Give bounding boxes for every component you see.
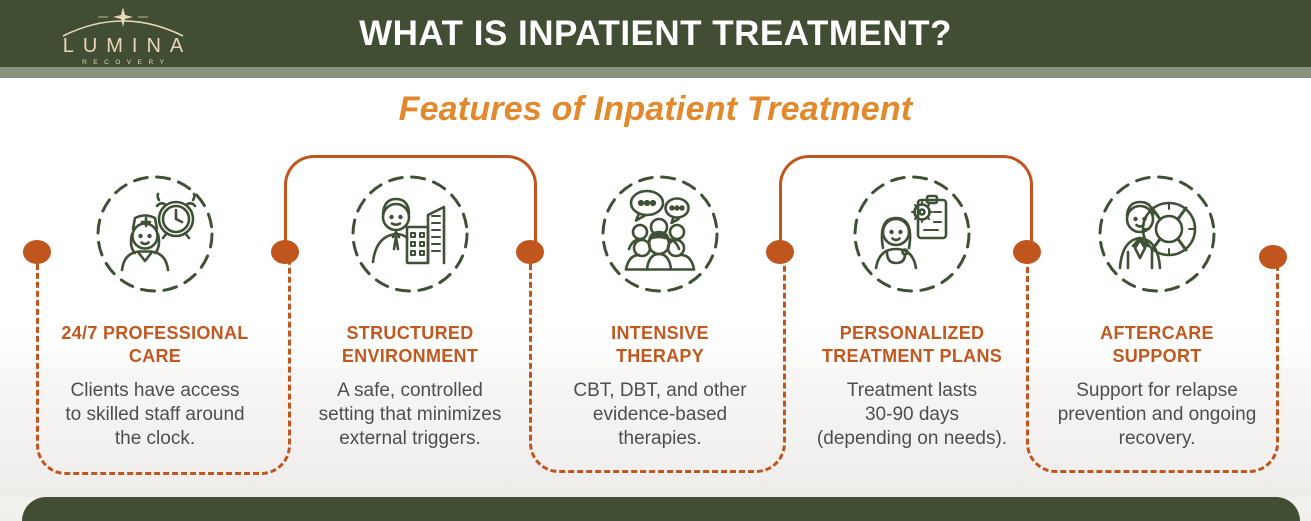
connector-loop-bottom-3 <box>1026 254 1279 473</box>
connector-loop-bottom-2 <box>529 251 786 473</box>
connector-dot <box>271 240 299 264</box>
logo-name: LUMINA <box>62 35 193 57</box>
header-bar <box>0 0 1311 67</box>
logo-tagline: RECOVERY <box>82 59 171 66</box>
group-therapy-icon <box>601 175 719 293</box>
person-buildings-icon <box>351 175 469 293</box>
connector-dot <box>1259 245 1287 269</box>
logo-sparkle-arc-icon <box>62 7 184 37</box>
brand-logo: LUMINA RECOVERY <box>38 6 208 67</box>
connector-dot <box>23 240 51 264</box>
connector-arch-top-1 <box>284 155 537 255</box>
footer-bar <box>22 497 1300 521</box>
header-accent-strip <box>0 67 1311 78</box>
connector-arch-top-2 <box>779 155 1033 255</box>
nurse-alarm-clock-icon <box>96 175 214 293</box>
connector-dot <box>766 240 794 264</box>
connector-dot <box>516 240 544 264</box>
connector-dot <box>1013 240 1041 264</box>
clinician-treatment-plan-icon <box>853 175 971 293</box>
connector-loop-bottom-1 <box>36 251 291 475</box>
person-lifebuoy-icon <box>1098 175 1216 293</box>
page-title: WHAT IS INPATIENT TREATMENT? <box>359 13 952 53</box>
section-subtitle: Features of Inpatient Treatment <box>398 90 913 128</box>
